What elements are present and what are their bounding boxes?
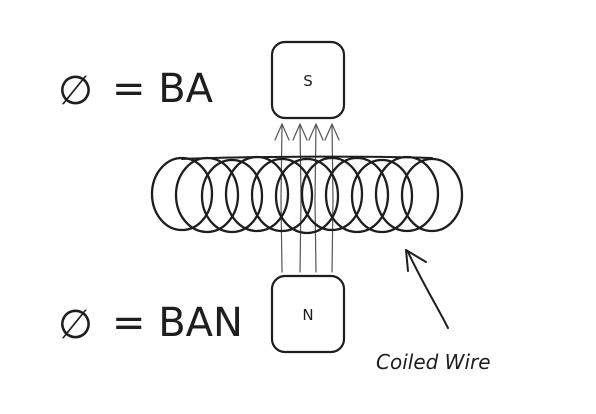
- magnetic-field-lines: [274, 123, 340, 273]
- magnet-north-body: [270, 274, 346, 354]
- coiled-wire-label: Coiled Wire: [376, 350, 491, 374]
- field-line-arrowhead: [274, 123, 290, 141]
- magnet-south-body: [270, 40, 346, 120]
- field-line: [314, 123, 317, 273]
- phi-symbol-top: ∅: [58, 68, 93, 114]
- field-line: [280, 123, 283, 273]
- coil-loop: [400, 157, 464, 233]
- coil-loop: [324, 156, 390, 234]
- phi-symbol-bottom: ∅: [58, 302, 93, 348]
- equation-bottom-rhs: = BAN: [112, 300, 243, 346]
- equation-top-rhs: = BA: [112, 66, 214, 112]
- coil-loop: [350, 158, 414, 234]
- coiled-wire: [150, 155, 464, 235]
- field-line: [331, 123, 334, 273]
- coil-wire-connector: [181, 155, 433, 160]
- svg-text:∅: ∅: [58, 68, 93, 114]
- magnet-north-label: N: [302, 306, 313, 324]
- magnet-south-label: S: [303, 72, 313, 90]
- coil-loop: [174, 156, 240, 234]
- equation-flux-coil: ∅ = BAN: [58, 300, 243, 348]
- arrow-shaft: [407, 251, 449, 329]
- magnet-south: S: [270, 40, 346, 120]
- coil-loop: [300, 156, 364, 232]
- coil-loop: [200, 158, 264, 234]
- field-line-arrowhead: [292, 123, 308, 141]
- coil-loop: [274, 157, 340, 235]
- coil-loop: [250, 157, 314, 233]
- coil-loop: [224, 155, 290, 233]
- equation-flux-single: ∅ = BA: [58, 66, 214, 114]
- svg-text:∅: ∅: [58, 302, 93, 348]
- field-line-arrowhead: [308, 123, 324, 141]
- field-line: [299, 123, 302, 273]
- arrow-head: [405, 249, 427, 272]
- field-line-arrowhead: [324, 123, 340, 141]
- coil-pointer-arrow: [405, 249, 449, 329]
- magnet-north: N: [270, 274, 346, 354]
- coil-loop: [374, 155, 440, 233]
